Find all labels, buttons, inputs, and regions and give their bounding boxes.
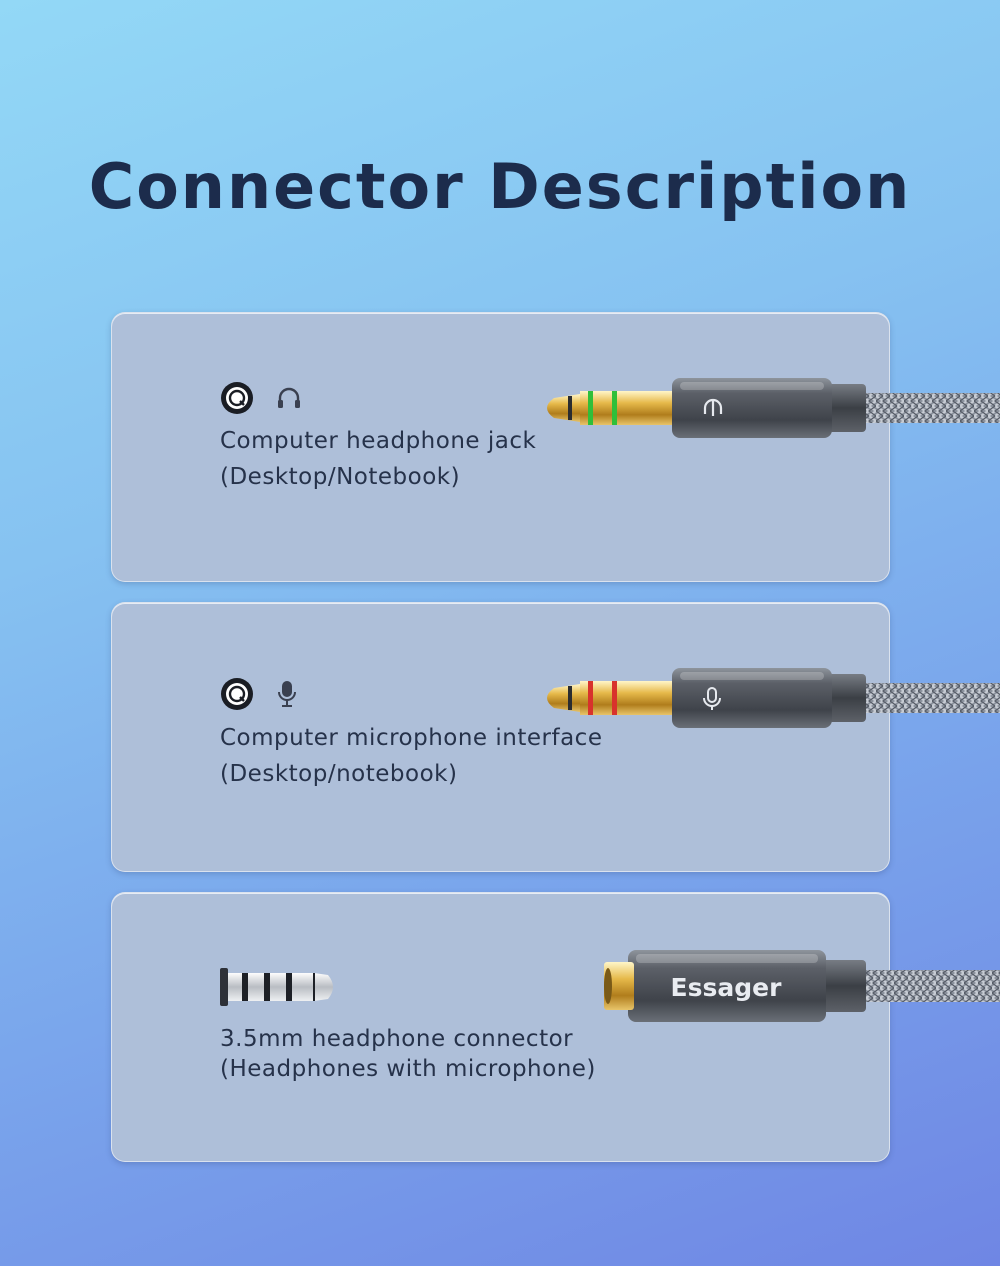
audio-jack-icon [221, 382, 253, 414]
microphone-symbol-icon [703, 687, 721, 710]
connector-icons [220, 677, 298, 711]
headphone-plug-image [547, 378, 1000, 438]
connector-card-headphone: Computer headphone jack (Desktop/Noteboo… [111, 312, 890, 582]
connector-label-line2: (Headphones with microphone) [220, 1056, 596, 1082]
connector-card-trrs: 3.5mm headphone connector (Headphones wi… [111, 892, 890, 1162]
page-title: Connector Description [88, 150, 912, 223]
connector-label-line1: Computer microphone interface [220, 725, 603, 751]
headphone-icon [278, 387, 300, 408]
connector-label-line1: 3.5mm headphone connector [220, 1026, 574, 1052]
headphone-symbol-icon [703, 398, 723, 416]
brand-logo: Essager [671, 973, 783, 1002]
audio-jack-icon [221, 678, 253, 710]
connector-card-microphone: Computer microphone interface (Desktop/n… [111, 602, 890, 872]
microphone-icon [278, 681, 296, 707]
female-jack-image: Essager [604, 950, 1000, 1022]
connector-icons [220, 381, 302, 415]
trrs-plug-icon [220, 968, 333, 1006]
connector-label-line2: (Desktop/notebook) [220, 761, 458, 787]
connector-icons [220, 965, 340, 1009]
microphone-plug-image [547, 668, 1000, 728]
connector-label-line1: Computer headphone jack [220, 428, 537, 454]
connector-label-line2: (Desktop/Notebook) [220, 464, 461, 490]
